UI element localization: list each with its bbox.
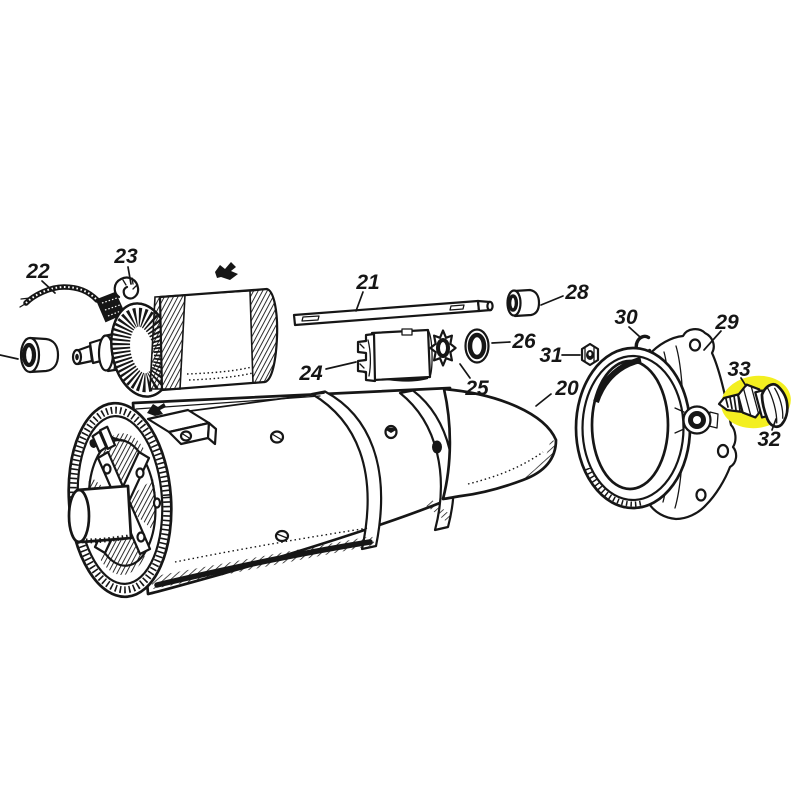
part-label-21: 21: [355, 271, 379, 294]
star-washer: [430, 331, 455, 366]
part-label-31: 31: [539, 344, 562, 367]
drive-sleeve: [356, 328, 433, 383]
part-label-28: 28: [564, 281, 589, 304]
part-label-25: 25: [464, 377, 489, 400]
part-label-20: 20: [554, 377, 579, 400]
bolt-thread-tip: [717, 392, 745, 414]
shaft-boss: [67, 484, 133, 544]
bush-28: [506, 288, 541, 318]
armature-shaft: [292, 299, 494, 327]
drive-key: [215, 262, 238, 280]
armature: [71, 287, 279, 398]
thrust-washer: [464, 328, 490, 364]
part-label-23: 23: [113, 245, 138, 268]
part-label-29: 29: [714, 311, 739, 334]
part-label-30: 30: [614, 306, 638, 329]
part-label-24: 24: [298, 362, 323, 385]
end-bracket: [574, 328, 738, 521]
mounting-bracket: [146, 403, 218, 446]
bolt-32: [760, 382, 789, 429]
yoke-housing: [67, 386, 558, 599]
highlighted-fixing: [717, 375, 791, 429]
part-label-26: 26: [511, 330, 536, 353]
part-label-33: 33: [727, 358, 751, 381]
leader-line-offscreen: [0, 354, 19, 360]
bushing-left: [19, 336, 60, 374]
leader-lines: [41, 266, 777, 431]
nut-31: [580, 342, 600, 367]
spring-clip: [113, 276, 140, 300]
brush-and-lead: [19, 284, 126, 323]
part-label-22: 22: [25, 260, 50, 283]
part-labels: 20 21 22 23 24 25 26 28 29 30 31 32 33: [25, 245, 781, 451]
terminal-post: [89, 425, 123, 454]
part-label-32: 32: [757, 428, 781, 451]
